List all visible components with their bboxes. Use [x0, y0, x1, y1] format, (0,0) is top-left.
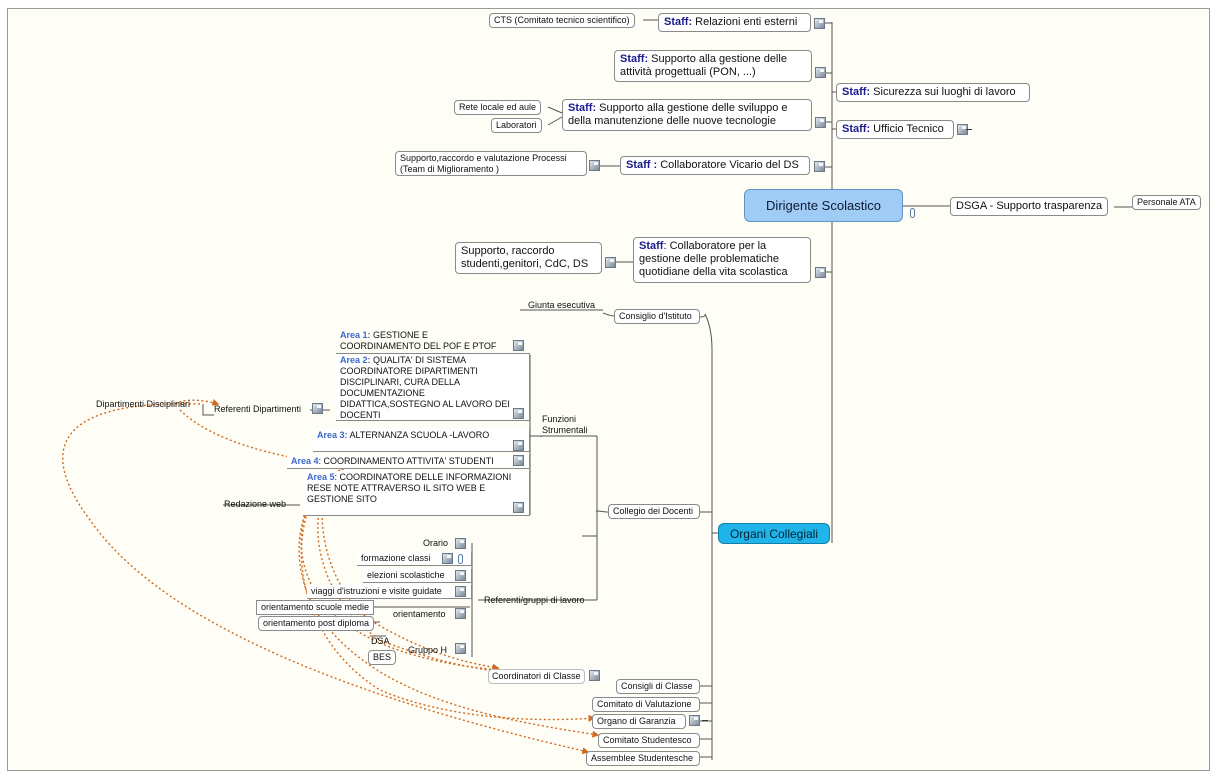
- area-4[interactable]: Area 4: COORDINAMENTO ATTIVITA' STUDENTI: [287, 455, 530, 469]
- attachment-icon: [910, 208, 915, 218]
- staff-sicurezza[interactable]: Staff: Sicurezza sui luoghi di lavoro: [836, 83, 1030, 102]
- note-icon: [589, 160, 600, 171]
- note-icon: [513, 502, 524, 513]
- note-icon: [455, 608, 466, 619]
- staff-ufficio-tecnico[interactable]: Staff: Ufficio Tecnico: [836, 120, 954, 139]
- organi-label: Organi Collegiali: [729, 526, 819, 541]
- item-bes[interactable]: BES: [368, 650, 397, 665]
- node-organi-collegiali[interactable]: Organi Collegiali: [718, 523, 830, 544]
- map-frame: [7, 8, 1210, 771]
- node-assemblee-studentesche[interactable]: Assemblee Studentesche: [586, 751, 700, 766]
- note-icon: [455, 538, 466, 549]
- item-viaggi-istruzione[interactable]: viaggi d'istruzioni e visite guidate: [307, 585, 472, 599]
- item-orientamento-scuole-medie[interactable]: orientamento scuole medie: [256, 600, 375, 615]
- note-icon: [513, 440, 524, 451]
- note-icon: [815, 67, 826, 78]
- node-referenti-dipartimenti[interactable]: Referenti Dipartimenti: [214, 404, 302, 414]
- node-rete-locale[interactable]: Rete locale ed aule: [454, 100, 542, 115]
- area-2[interactable]: Area 2: QUALITA' DI SISTEMA COORDINATORE…: [336, 353, 530, 421]
- note-icon: [455, 643, 466, 654]
- node-supporto-processi[interactable]: Supporto,raccordo e valutazione Processi…: [395, 151, 587, 176]
- note-icon: [442, 553, 453, 564]
- node-supporto-studenti[interactable]: Supporto, raccordo studenti,genitori, Cd…: [455, 242, 602, 274]
- node-dsga[interactable]: DSGA - Supporto trasparenza: [950, 197, 1109, 216]
- attachment-icon: [458, 554, 463, 564]
- area-3[interactable]: Area 3: ALTERNANZA SCUOLA -LAVORO: [313, 429, 530, 452]
- note-icon: [513, 408, 524, 419]
- item-orientamento[interactable]: orientamento: [393, 609, 446, 619]
- node-personale-ata[interactable]: Personale ATA: [1132, 195, 1201, 210]
- staff-collaboratore-vicario[interactable]: Staff : Collaboratore Vicario del DS: [620, 156, 810, 175]
- item-orario[interactable]: Orario: [423, 538, 449, 548]
- node-laboratori[interactable]: Laboratori: [491, 118, 542, 133]
- collapse-toggle[interactable]: [702, 720, 708, 721]
- note-icon: [589, 670, 600, 681]
- item-orientamento-post-diploma[interactable]: orientamento post diploma: [258, 616, 375, 631]
- item-formazione-classi[interactable]: formazione classi: [357, 552, 472, 566]
- root-dirigente-scolastico[interactable]: Dirigente Scolastico: [744, 189, 903, 222]
- note-icon: [815, 267, 826, 278]
- note-icon: [513, 340, 524, 351]
- staff-relazioni-enti[interactable]: Staff: Relazioni enti esterni: [658, 13, 811, 32]
- note-icon: [814, 18, 825, 29]
- note-icon: [455, 586, 466, 597]
- note-icon: [814, 161, 825, 172]
- note-icon: [815, 117, 826, 128]
- node-funzioni-strumentali[interactable]: Funzioni Strumentali: [542, 414, 588, 435]
- staff-attivita-progettuali[interactable]: Staff: Supporto alla gestione delle atti…: [614, 50, 812, 82]
- collapse-toggle[interactable]: [966, 129, 972, 130]
- node-comitato-valutazione[interactable]: Comitato di Valutazione: [592, 697, 700, 712]
- item-elezioni-scolastiche[interactable]: elezioni scolastiche: [363, 569, 472, 583]
- node-giunta-esecutiva[interactable]: Giunta esecutiva: [528, 300, 596, 310]
- node-cts[interactable]: CTS (Comitato tecnico scientifico): [489, 13, 635, 28]
- note-icon: [605, 257, 616, 268]
- node-comitato-studentesco[interactable]: Comitato Studentesco: [598, 733, 700, 748]
- item-dsa[interactable]: DSA: [371, 636, 390, 646]
- node-consiglio-istituto[interactable]: Consiglio d'Istituto: [614, 309, 700, 324]
- root-dirigente-label: Dirigente Scolastico: [766, 198, 881, 213]
- node-coordinatori-classe[interactable]: Coordinatori di Classe: [488, 669, 585, 684]
- area-1[interactable]: Area 1: GESTIONE E COORDINAMENTO DEL POF…: [340, 330, 497, 351]
- node-referenti-gruppi[interactable]: Referenti/gruppi di lavoro: [484, 595, 585, 605]
- node-dipartimenti-disciplinari[interactable]: Dipartimenti Disciplinari: [96, 399, 191, 409]
- note-icon: [312, 403, 323, 414]
- item-gruppo-h[interactable]: Gruppo H: [408, 645, 448, 655]
- note-icon: [513, 455, 524, 466]
- node-organo-garanzia[interactable]: Organo di Garanzia: [592, 714, 686, 729]
- node-redazione-web[interactable]: Redazione web: [224, 499, 287, 509]
- note-icon: [455, 570, 466, 581]
- note-icon: [689, 715, 700, 726]
- staff-nuove-tecnologie[interactable]: Staff: Supporto alla gestione delle svil…: [562, 99, 812, 131]
- node-consigli-classe[interactable]: Consigli di Classe: [616, 679, 700, 694]
- staff-problematiche-quotidiane[interactable]: Staff: Collaboratore per la gestione del…: [633, 237, 811, 283]
- area-5[interactable]: Area 5: COORDINATORE DELLE INFORMAZIONI …: [303, 471, 530, 516]
- node-collegio-docenti[interactable]: Collegio dei Docenti: [608, 504, 700, 519]
